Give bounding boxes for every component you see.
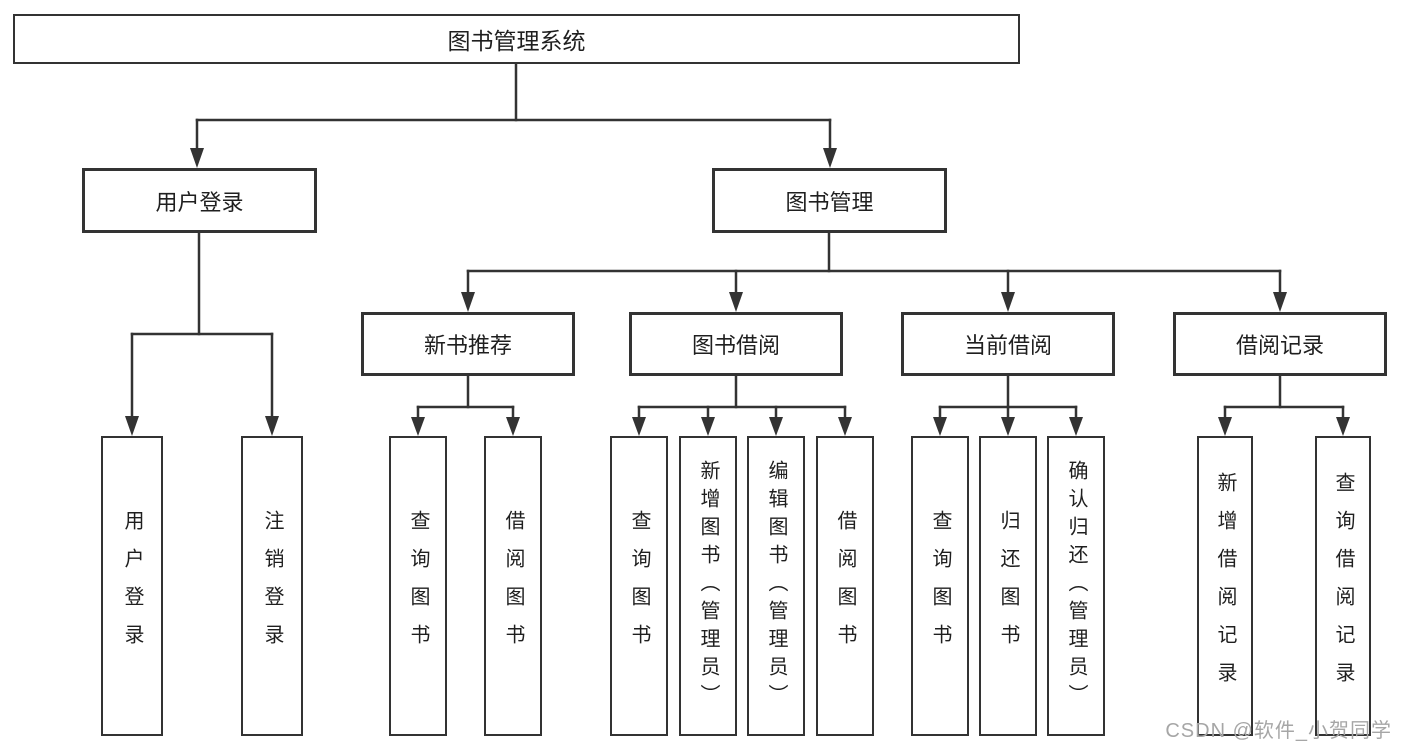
node-label: 图书借阅 <box>691 333 780 358</box>
leaf-confirm-return-admin: 确认归还（管理员） <box>1047 436 1105 736</box>
connector-bookmgmt-to-level3 <box>461 231 1287 312</box>
node-label: 查询图书 <box>929 510 951 662</box>
connector-root-to-level2 <box>190 62 837 168</box>
leaf-newbook-borrow-books: 借阅图书 <box>484 436 542 736</box>
node-label: 图书管理 <box>785 189 874 215</box>
node-label: 借阅图书 <box>834 510 856 662</box>
node-label: 借阅记录 <box>1235 333 1324 358</box>
node-label: 新增图书（管理员） <box>697 460 719 712</box>
node-label: 借阅图书 <box>502 510 524 662</box>
node-library-management-system: 图书管理系统 <box>13 14 1020 64</box>
connector-currentborrow-to-leaves <box>933 374 1083 436</box>
node-borrowing-records: 借阅记录 <box>1173 312 1387 376</box>
connector-borrowrecords-to-leaves <box>1218 374 1350 436</box>
connector-bookborrow-to-leaves <box>632 374 852 436</box>
node-user-login: 用户登录 <box>82 168 317 233</box>
node-current-borrowing: 当前借阅 <box>901 312 1115 376</box>
leaf-edit-books-admin: 编辑图书（管理员） <box>747 436 805 736</box>
leaf-add-books-admin: 新增图书（管理员） <box>679 436 737 736</box>
csdn-watermark: CSDN @软件_小贺同学 <box>1165 720 1392 742</box>
node-book-borrowing: 图书借阅 <box>629 312 843 376</box>
node-label: 注销登录 <box>261 510 283 662</box>
leaf-current-query-books: 查询图书 <box>911 436 969 736</box>
node-label: 用户登录 <box>155 189 244 215</box>
node-label: 用户登录 <box>121 510 143 662</box>
node-label: 当前借阅 <box>963 333 1052 358</box>
leaf-return-books: 归还图书 <box>979 436 1037 736</box>
node-label: 新书推荐 <box>423 333 512 358</box>
node-label: 查询图书 <box>407 510 429 662</box>
node-label: 确认归还（管理员） <box>1065 460 1087 712</box>
node-label: 查询图书 <box>628 510 650 662</box>
node-label: 查询借阅记录 <box>1332 472 1354 700</box>
leaf-logout: 注销登录 <box>241 436 303 736</box>
leaf-borrow-books: 借阅图书 <box>816 436 874 736</box>
node-new-book-recommend: 新书推荐 <box>361 312 575 376</box>
node-label: 新增借阅记录 <box>1214 472 1236 700</box>
node-label: 归还图书 <box>997 510 1019 662</box>
node-book-management: 图书管理 <box>712 168 947 233</box>
leaf-newbook-query-books: 查询图书 <box>389 436 447 736</box>
leaf-add-borrow-record: 新增借阅记录 <box>1197 436 1253 736</box>
leaf-query-borrow-record: 查询借阅记录 <box>1315 436 1371 736</box>
connector-userlogin-to-leaves <box>125 231 279 436</box>
leaf-borrow-query-books: 查询图书 <box>610 436 668 736</box>
node-label: 编辑图书（管理员） <box>765 460 787 712</box>
node-label: 图书管理系统 <box>447 28 586 54</box>
connector-newbookrec-to-leaves <box>411 374 520 436</box>
leaf-user-login: 用户登录 <box>101 436 163 736</box>
